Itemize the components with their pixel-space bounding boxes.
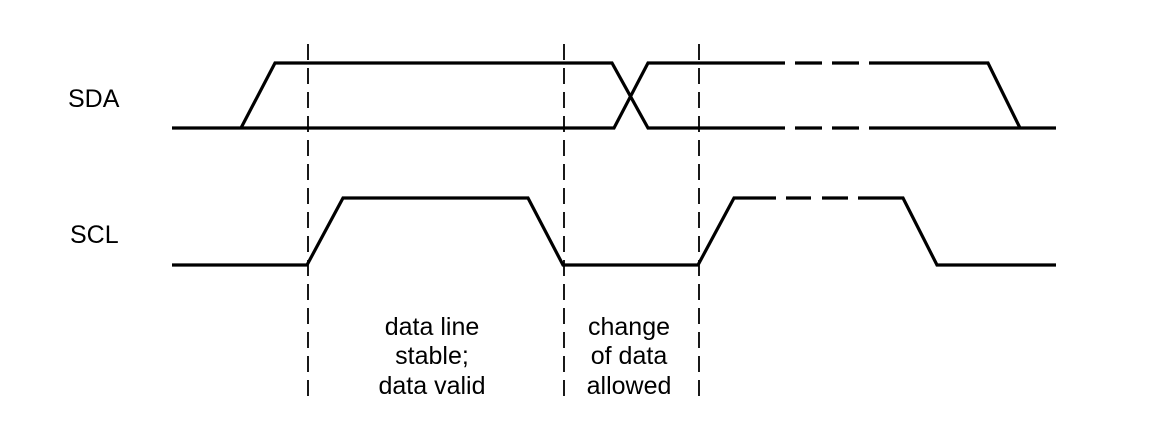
sda-signal-label: SDA xyxy=(68,85,120,113)
annotation-change-line-3: allowed xyxy=(587,372,672,400)
annotation-stable-line-3: data valid xyxy=(378,372,485,400)
annotation-stable-line-1: data line xyxy=(385,313,480,341)
sda-upper-trace xyxy=(239,61,785,130)
annotation-stable-line-2: stable; xyxy=(395,342,469,370)
sda-lower-trace xyxy=(241,61,785,130)
scl-waveform xyxy=(172,196,1056,267)
annotation-change-allowed: change of data allowed xyxy=(587,313,672,400)
scl-clock-pulse-1 xyxy=(172,196,776,267)
annotation-data-stable: data line stable; data valid xyxy=(378,313,485,400)
annotation-change-line-2: of data xyxy=(591,342,668,370)
sda-upper-trace-end xyxy=(869,61,1022,129)
annotation-change-line-1: change xyxy=(588,313,670,341)
scl-clock-pulse-2-end xyxy=(858,196,1056,267)
scl-signal-label: SCL xyxy=(70,221,119,249)
sda-waveform xyxy=(172,61,1056,130)
